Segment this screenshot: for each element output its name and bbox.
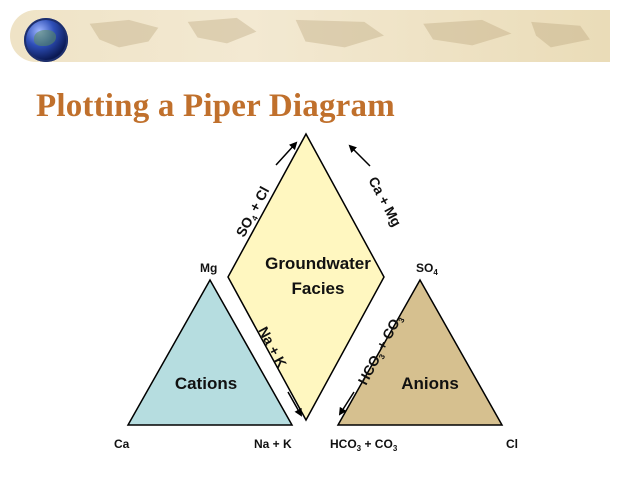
slide-title: Plotting a Piper Diagram (36, 88, 395, 124)
arrow-ca-mg (348, 144, 371, 167)
groundwater-facies-diamond (227, 132, 385, 422)
corner-label-mg: Mg (200, 261, 217, 275)
world-map-decoration (89, 17, 591, 48)
axis-label-ca-mg: Ca + Mg (365, 174, 405, 229)
diamond-label-line2: Facies (292, 279, 345, 298)
anions-triangle (336, 278, 504, 426)
cations-triangle (126, 278, 294, 426)
globe-icon (24, 18, 68, 62)
arrow-hco3-co3 (338, 391, 355, 416)
corner-label-hco3-co3: HCO3 + CO3 (330, 437, 398, 453)
cations-label: Cations (175, 374, 237, 393)
header-banner (10, 10, 610, 62)
arrow-na-k (287, 391, 302, 417)
anions-label: Anions (401, 374, 459, 393)
diamond-label-line1: Groundwater (265, 254, 371, 273)
corner-label-na-k: Na + K (254, 437, 292, 451)
corner-label-so4: SO4 (416, 261, 438, 277)
corner-label-cl: Cl (506, 437, 518, 451)
corner-label-ca: Ca (114, 437, 130, 451)
arrow-so4-cl (275, 141, 298, 166)
